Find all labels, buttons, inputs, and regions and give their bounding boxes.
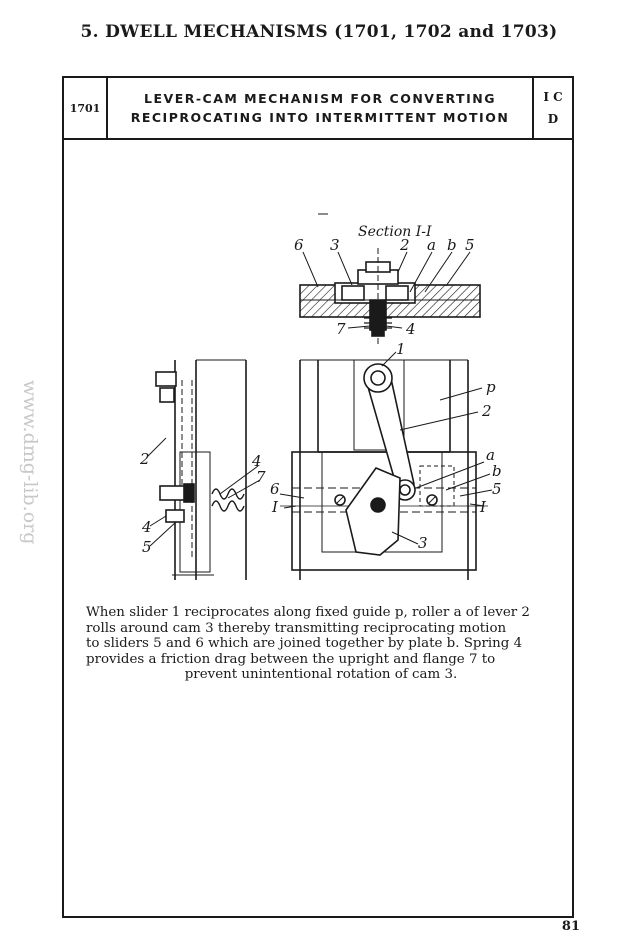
label-front-a: a	[486, 446, 495, 464]
chapter-title: 5. DWELL MECHANISMS (1701, 1702 and 1703…	[80, 22, 558, 42]
page-frame: 1701 LEVER-CAM MECHANISM FOR CONVERTING …	[62, 76, 574, 918]
title-line-1: LEVER-CAM MECHANISM FOR CONVERTING	[144, 91, 496, 106]
caption-line-5: prevent unintentional rotation of cam 3.	[184, 667, 458, 683]
label-side-5: 5	[142, 538, 152, 556]
label-section-a: a	[427, 236, 436, 254]
label-side-4a: 4	[251, 452, 262, 470]
label-side-7: 7	[256, 468, 266, 486]
header-row: 1701 LEVER-CAM MECHANISM FOR CONVERTING …	[64, 78, 572, 140]
label-front-I-right: I	[479, 498, 487, 516]
class-line-1: I C	[543, 90, 563, 104]
caption-line-3: to sliders 5 and 6 which are joined toge…	[86, 636, 523, 652]
side-labels: 2 4 7 4 5	[139, 450, 266, 556]
label-front-3: 3	[418, 534, 428, 552]
label-side-2: 2	[139, 450, 150, 468]
mechanism-number: 1701	[64, 78, 108, 138]
label-front-I-left: I	[271, 498, 279, 516]
label-side-4b: 4	[141, 518, 152, 536]
label-front-2: 2	[481, 402, 492, 420]
section-label: Section I-I	[358, 224, 432, 240]
title-line-2: RECIPROCATING INTO INTERMITTENT MOTION	[130, 110, 510, 125]
classification: I C D	[534, 78, 572, 138]
label-section-2: 2	[399, 236, 410, 254]
page-number: 81	[561, 919, 580, 934]
watermark: www.dmg-lib.org	[19, 380, 41, 544]
label-section-7: 7	[336, 320, 346, 338]
figure-caption: When slider 1 reciprocates along fixed g…	[86, 605, 556, 683]
caption-line-4: provides a friction drag between the upr…	[86, 651, 496, 667]
label-front-6: 6	[270, 480, 280, 498]
front-labels: 1 p 2 a b 5 I 6 I 3	[270, 340, 502, 552]
label-front-p: p	[486, 378, 496, 396]
section-labels: 6 3 2 a b 5 7 4	[294, 236, 475, 338]
caption-line-2: rolls around cam 3 thereby transmitting …	[86, 620, 507, 636]
label-front-b: b	[492, 462, 502, 480]
label-section-6: 6	[294, 236, 304, 254]
caption-line-1: When slider 1 reciprocates along fixed g…	[86, 605, 530, 620]
front-view	[279, 351, 493, 580]
label-front-5: 5	[492, 480, 502, 498]
watermark-text: www.dmg-lib.org	[19, 380, 41, 544]
label-section-b: b	[447, 236, 457, 254]
mechanism-title: LEVER-CAM MECHANISM FOR CONVERTING RECIP…	[108, 78, 534, 138]
label-section-4: 4	[405, 320, 416, 338]
label-front-1: 1	[396, 340, 406, 358]
section-view: Section I-I	[299, 213, 481, 345]
label-section-3: 3	[330, 236, 340, 254]
label-section-5: 5	[465, 236, 475, 254]
side-view	[147, 359, 261, 580]
class-line-2: D	[547, 112, 559, 126]
